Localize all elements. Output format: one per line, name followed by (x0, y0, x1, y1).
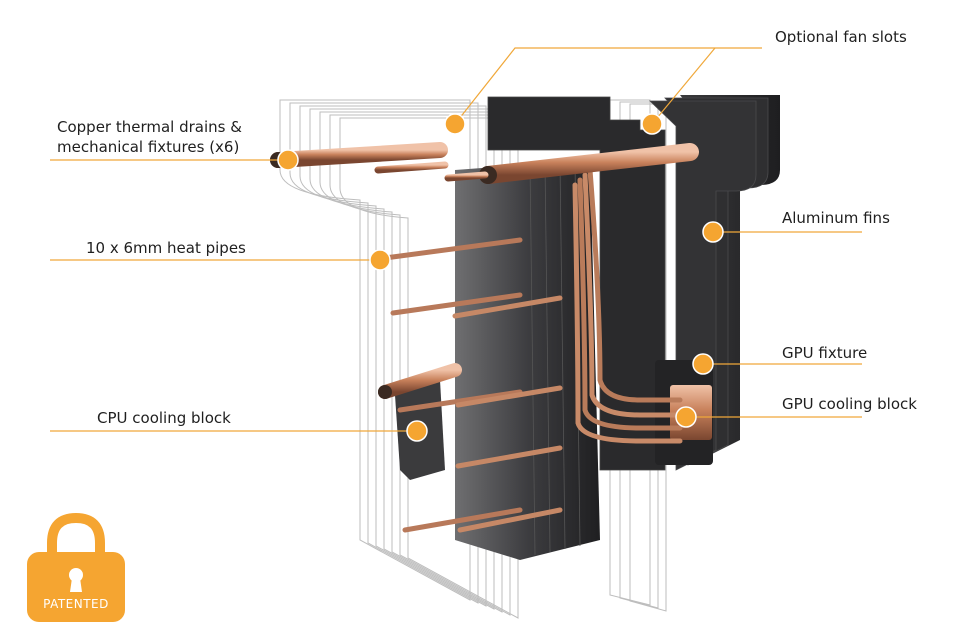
callout-dot-heat-pipes (369, 249, 391, 271)
label-aluminum-fins: Aluminum fins (782, 209, 890, 227)
label-copper-drains-line2: mechanical fixtures (x6) (57, 138, 240, 156)
thin-heat-pipes (382, 237, 563, 533)
callout-dots (277, 113, 724, 442)
callout-dot-gpu-cooling-block (675, 406, 697, 428)
callout-dot-gpu-fixture (692, 353, 714, 375)
leader-lines (50, 47, 862, 432)
label-optional-fan-slots: Optional fan slots (775, 28, 907, 46)
padlock-icon (27, 512, 125, 622)
label-heat-pipes: 10 x 6mm heat pipes (86, 239, 246, 257)
label-gpu-cooling-block: GPU cooling block (782, 395, 917, 413)
label-cpu-cooling-block: CPU cooling block (97, 409, 231, 427)
callout-dot-fan-slot-left (444, 113, 466, 135)
callout-dot-cpu-cooling-block (406, 420, 428, 442)
copper-drain-pipes (270, 142, 699, 399)
callout-dot-aluminum-fins (702, 221, 724, 243)
callout-dot-fan-slot-right (641, 113, 663, 135)
label-copper-drains-line1: Copper thermal drains & (57, 118, 242, 136)
patented-badge-text: PATENTED (43, 597, 109, 611)
label-gpu-fixture: GPU fixture (782, 344, 868, 362)
gpu-heat-pipe-bundle (572, 167, 683, 444)
callout-dot-copper-drains (277, 149, 299, 171)
